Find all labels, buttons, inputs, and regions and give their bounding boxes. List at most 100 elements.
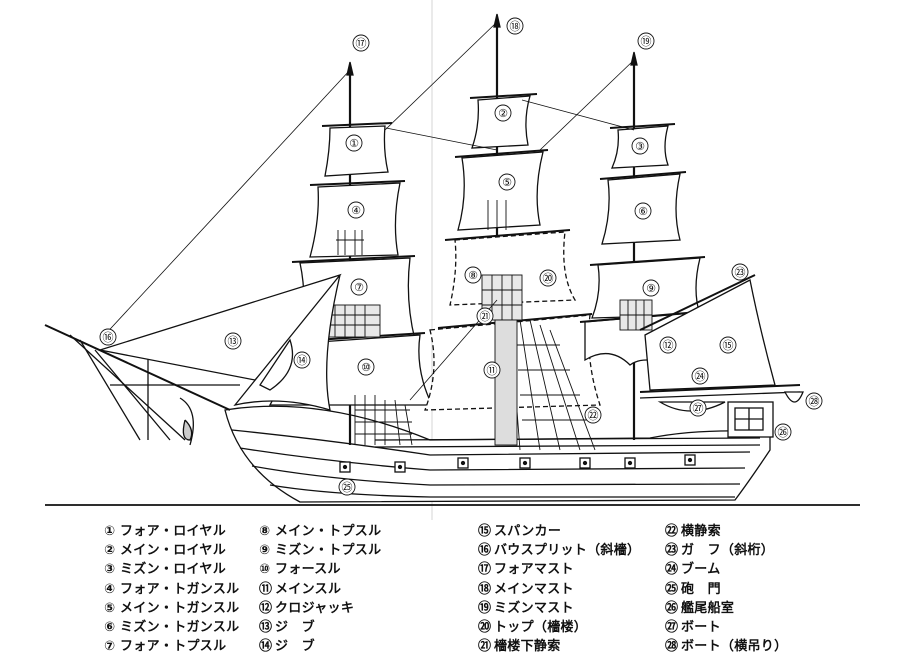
svg-text:㉑: ㉑	[480, 310, 491, 323]
svg-text:⑰: ⑰	[356, 37, 367, 50]
callout-17: ⑰	[352, 34, 370, 52]
callout-3: ③	[631, 137, 649, 155]
callout-7: ⑦	[350, 278, 368, 296]
svg-text:⑬: ⑬	[228, 335, 239, 348]
sail-fore-topgallant	[309, 182, 401, 258]
svg-text:㉗: ㉗	[693, 402, 704, 415]
callout-5: ⑤	[498, 173, 516, 191]
svg-text:⑦: ⑦	[354, 281, 364, 294]
svg-text:⑧: ⑧	[468, 269, 478, 282]
callout-14: ⑭	[293, 351, 311, 369]
svg-text:⑩: ⑩	[361, 361, 371, 374]
callout-6: ⑥	[634, 202, 652, 220]
sail-main-topsail	[449, 231, 577, 306]
callout-2: ②	[494, 104, 512, 122]
svg-text:⑲: ⑲	[641, 35, 652, 48]
callout-12: ⑫	[659, 336, 677, 354]
gun-ports	[339, 454, 696, 473]
gaff	[639, 274, 756, 331]
svg-text:⑳: ⑳	[543, 272, 554, 285]
svg-text:㉖: ㉖	[778, 426, 789, 439]
svg-text:①: ①	[349, 137, 359, 150]
svg-text:㉕: ㉕	[342, 481, 353, 494]
callout-22: ㉒	[584, 406, 602, 424]
callout-15: ⑮	[719, 336, 737, 354]
callout-24: ㉔	[691, 367, 709, 385]
bowsprit	[44, 324, 231, 411]
callout-10: ⑩	[357, 358, 375, 376]
svg-text:⑫: ⑫	[663, 339, 674, 352]
callout-8: ⑧	[464, 266, 482, 284]
fore-top	[324, 230, 381, 338]
svg-text:⑱: ⑱	[510, 20, 521, 33]
svg-text:④: ④	[351, 204, 361, 217]
svg-text:⑨: ⑨	[646, 282, 656, 295]
sail-jib-14	[233, 274, 341, 411]
callout-18: ⑱	[506, 17, 524, 35]
boat-28	[783, 391, 804, 403]
callout-11: ⑪	[483, 361, 501, 379]
fore-shrouds	[354, 395, 413, 446]
sail-main-royal	[471, 95, 531, 149]
svg-text:③: ③	[635, 140, 645, 153]
ship-diagram: ① ② ③ ④ ⑤ ⑥ ⑦ ⑧ ⑨ ⑩ ⑪ ⑫ ⑬ ⑭ ⑮ ⑯ ⑰ ⑱ ⑲ ⑳ …	[44, 0, 860, 520]
svg-text:㉒: ㉒	[588, 409, 599, 422]
callout-21: ㉑	[476, 307, 494, 325]
svg-text:⑭: ⑭	[297, 354, 308, 367]
mizzen-top	[619, 299, 653, 331]
svg-text:⑥: ⑥	[638, 205, 648, 218]
callout-9: ⑨	[642, 279, 660, 297]
sail-spanker	[644, 279, 776, 391]
callout-1: ①	[345, 134, 363, 152]
svg-text:㉘: ㉘	[809, 395, 820, 408]
callout-16: ⑯	[99, 328, 117, 346]
svg-text:⑪: ⑪	[487, 364, 498, 377]
callout-20: ⑳	[539, 269, 557, 287]
callout-28: ㉘	[805, 392, 823, 410]
callout-19: ⑲	[637, 32, 655, 50]
callout-23: ㉓	[731, 263, 749, 281]
callout-4: ④	[347, 201, 365, 219]
sail-main-topgallant	[457, 151, 544, 231]
svg-text:㉓: ㉓	[735, 266, 746, 279]
callout-25: ㉕	[338, 478, 356, 496]
callout-13: ⑬	[224, 332, 242, 350]
svg-text:㉔: ㉔	[695, 370, 706, 383]
svg-text:⑮: ⑮	[723, 339, 734, 352]
svg-text:⑤: ⑤	[502, 176, 512, 189]
svg-text:②: ②	[498, 107, 508, 120]
callout-27: ㉗	[689, 399, 707, 417]
boom	[639, 384, 801, 393]
